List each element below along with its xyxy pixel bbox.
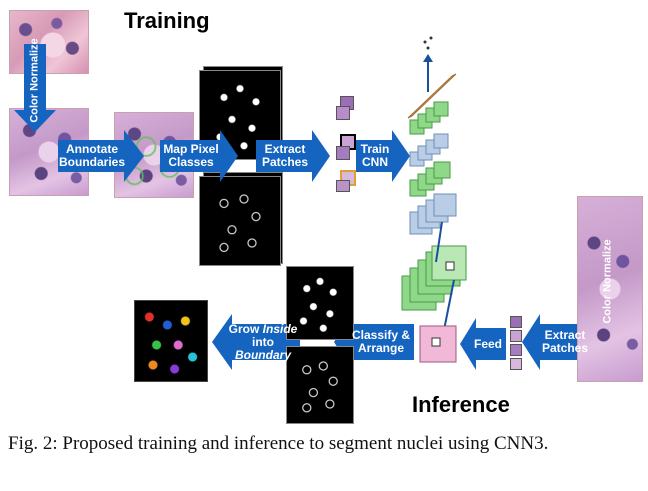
inference-inside-map bbox=[286, 266, 354, 340]
label-annotate: Annotate Boundaries bbox=[59, 142, 126, 169]
cnn-layer-group-3 bbox=[409, 161, 451, 197]
training-input-image bbox=[9, 10, 89, 74]
arrow-train-cnn bbox=[356, 130, 410, 182]
arrow-extract-inf bbox=[522, 314, 592, 370]
label-train-cnn: Train CNN bbox=[360, 142, 390, 169]
inference-input-image bbox=[577, 196, 643, 382]
label-color-normalize-inf: Color Normalize bbox=[601, 238, 614, 324]
cnn-fc-layer bbox=[407, 73, 457, 119]
label-grow: Grow Inside into Boundary bbox=[228, 321, 298, 362]
arrow-map-pixel bbox=[160, 130, 238, 182]
cnn-layer-group-5 bbox=[401, 245, 467, 311]
segmentation-output bbox=[134, 300, 208, 382]
inference-heading: Inference bbox=[412, 392, 510, 417]
arrow-grow bbox=[212, 314, 300, 370]
cnn-output-dots bbox=[423, 36, 433, 50]
label-feed: Feed bbox=[473, 336, 502, 351]
pixel-class-mask-boundary bbox=[199, 176, 281, 266]
diagram-svg bbox=[14, 36, 630, 370]
training-patches bbox=[334, 96, 356, 192]
label-extract-inf: Extract Patches bbox=[541, 328, 589, 355]
label-classify: Classify & Arrange bbox=[351, 328, 411, 355]
cnn-network bbox=[401, 36, 467, 363]
training-heading: Training bbox=[124, 8, 210, 33]
figure-caption: Fig. 2: Proposed training and inference … bbox=[8, 433, 549, 454]
arrow-annotate bbox=[58, 130, 144, 182]
cnn-layer-group-1 bbox=[409, 101, 449, 135]
arrow-classify bbox=[334, 314, 414, 370]
inference-patches bbox=[508, 316, 522, 370]
inference-boundary-map bbox=[286, 346, 354, 424]
arrow-extract-train bbox=[256, 130, 330, 182]
arrow-color-normalize-train bbox=[14, 44, 56, 132]
cnn-internal-arrow bbox=[443, 279, 455, 331]
arrow-feed bbox=[460, 318, 506, 370]
label-extract-train: Extract Patches bbox=[261, 142, 309, 169]
cnn-layer-group-2 bbox=[409, 133, 449, 167]
label-map-pixel: Map Pixel Classes bbox=[163, 142, 219, 169]
cnn-layer-group-4 bbox=[409, 193, 457, 235]
label-color-normalize-train: Color Normalize bbox=[28, 37, 41, 123]
